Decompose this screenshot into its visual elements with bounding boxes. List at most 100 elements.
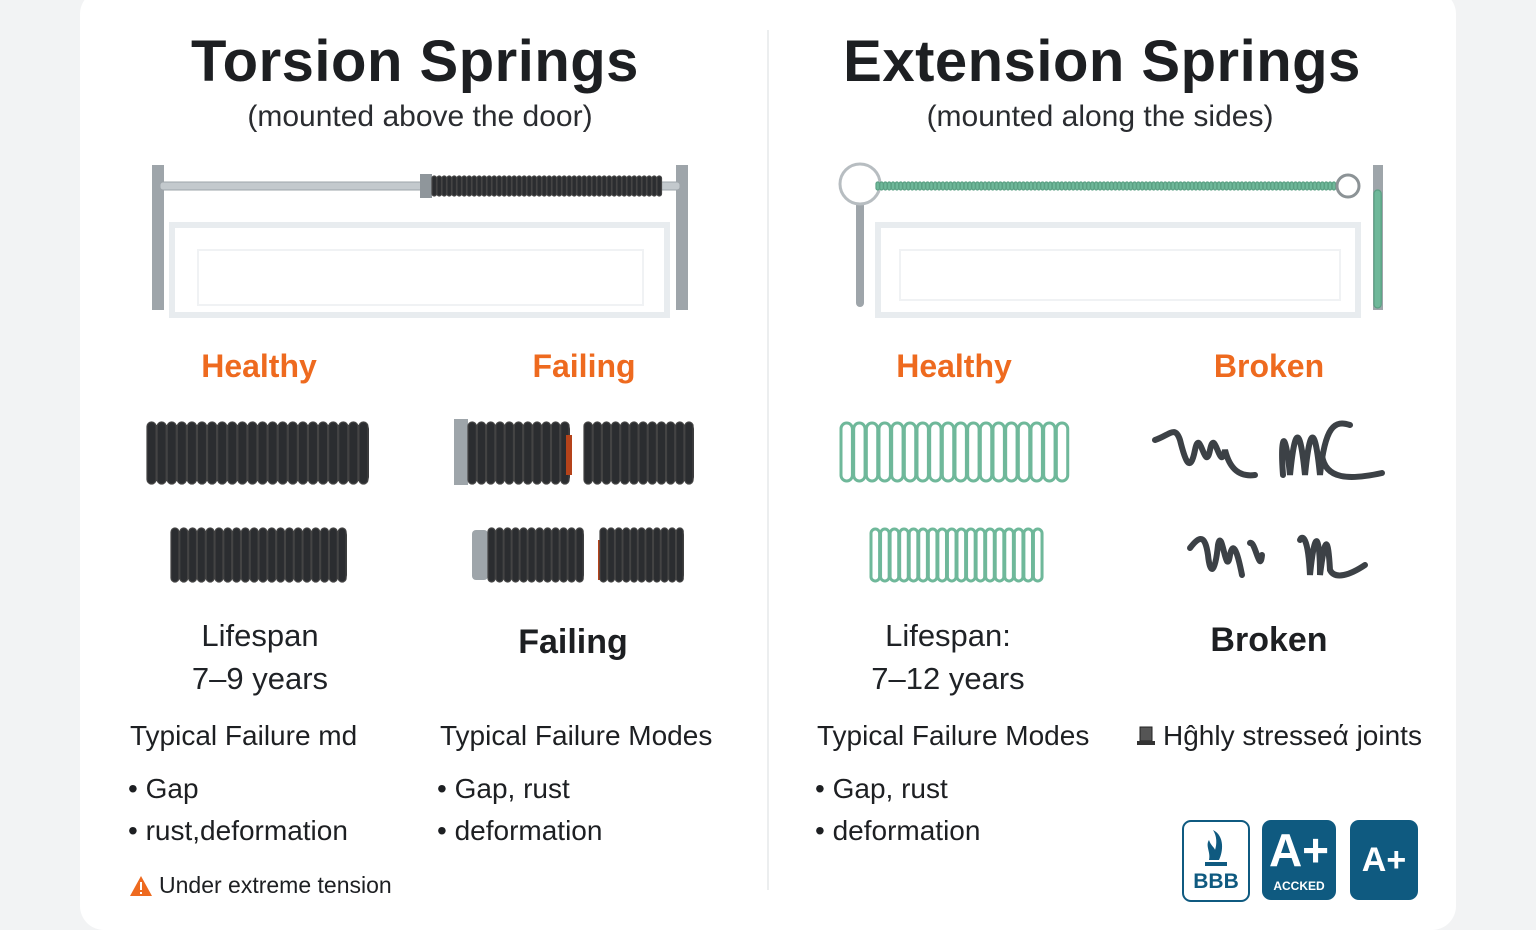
coil-loop: [636, 175, 643, 197]
torsion-failing-label: Failing: [532, 348, 636, 384]
coil-loop: [186, 421, 198, 485]
coil-loop: [1254, 181, 1260, 191]
door-frame: [169, 222, 670, 318]
broken-spring-piece: [1152, 429, 1258, 479]
coil-loop: [526, 175, 533, 197]
shaft-cone: [454, 419, 468, 485]
coil-loop: [307, 421, 319, 485]
coil-loop: [277, 421, 288, 485]
extension-subtitle: (mounted along the sides): [926, 100, 1274, 133]
coil-loop: [1116, 181, 1122, 191]
a-plus-badge: A+: [1350, 820, 1418, 900]
coil-loop: [675, 527, 684, 583]
coil-loop: [487, 527, 496, 583]
door-panel: [899, 249, 1341, 301]
coil-loop: [647, 421, 658, 485]
extension-healthy-failure-heading: Typical Failure Modes: [817, 720, 1090, 751]
coil-loop: [852, 421, 867, 483]
coil-loop: [1193, 181, 1199, 191]
coil-loop: [1228, 181, 1233, 191]
coil-loop: [513, 421, 524, 485]
coil-loop: [227, 421, 238, 485]
coil-loop: [461, 175, 468, 197]
bbb-torch-icon: [1205, 830, 1227, 866]
coil-loop: [638, 421, 648, 485]
coil-loop: [601, 175, 608, 197]
joint-icon: [1137, 726, 1155, 745]
coil-loop: [206, 421, 218, 485]
coil-loop: [928, 421, 943, 483]
torsion-healthy-label: Healthy: [201, 348, 317, 384]
coil-loop: [571, 175, 578, 197]
coil-loop: [1182, 181, 1187, 191]
coil-loop: [1166, 181, 1172, 191]
coil-loop: [886, 181, 892, 191]
coil-loop: [1101, 181, 1107, 191]
coil-loop: [586, 175, 593, 197]
coil-loop: [320, 527, 330, 583]
coil-loop: [645, 527, 654, 583]
coil-loop: [621, 175, 628, 197]
coil-loop: [249, 527, 259, 583]
extension-lifespan: Lifespan: 7–12 years: [798, 614, 1098, 700]
coil-loop: [906, 181, 911, 191]
coil-loop: [1235, 181, 1241, 191]
coil-loop: [501, 175, 508, 197]
coil-loop: [1316, 181, 1321, 191]
coil-loop: [959, 181, 965, 191]
coil-loop: [940, 421, 956, 483]
lifespan-value: 7–9 years: [191, 661, 329, 696]
coil-loop: [622, 527, 631, 583]
broken-spring-piece: [1297, 534, 1368, 579]
coil-loop: [567, 527, 576, 583]
coil-loop: [1239, 181, 1245, 191]
coil-loop: [1044, 181, 1049, 191]
coil-loop: [668, 527, 677, 583]
broken-spring-piece: [1187, 536, 1265, 578]
coil-loop: [1028, 181, 1034, 191]
coil-loop: [1201, 181, 1206, 191]
coil-loop: [1143, 181, 1149, 191]
coil-loop: [917, 527, 929, 583]
coil-loop: [583, 421, 593, 485]
coil-loop: [877, 421, 892, 483]
coil-loop: [1109, 181, 1114, 191]
coil-loop: [491, 175, 498, 197]
coil-loop: [1070, 181, 1076, 191]
coil-loop: [606, 175, 613, 197]
extension-healthy-springs-icon: [839, 421, 1070, 583]
extension-door-illustration: [838, 162, 1383, 318]
coil-loop: [196, 421, 208, 485]
coil-loop: [1001, 181, 1007, 191]
coil-loop: [1300, 181, 1306, 191]
coil-loop: [485, 421, 496, 485]
coil-loop: [276, 527, 286, 583]
coil-loop: [496, 175, 503, 197]
coil-loop: [974, 527, 987, 583]
coil-loop: [967, 181, 973, 191]
failure-item: Gap, rust: [815, 773, 948, 805]
coil-loop: [297, 421, 309, 485]
coil-loop: [451, 175, 458, 197]
failure-item: Gap: [128, 773, 199, 805]
coil-loop: [907, 527, 920, 583]
coil-loop: [576, 175, 583, 197]
coil-loop: [1147, 181, 1153, 191]
coil-loop: [596, 175, 603, 197]
extension-broken-springs-icon: [1152, 420, 1385, 579]
coil-loop: [978, 181, 984, 191]
coil-loop: [651, 175, 658, 197]
coil-loop: [926, 527, 939, 583]
warning-triangle-icon: [130, 875, 152, 896]
coil-loop: [1220, 181, 1226, 191]
coil-loop: [1174, 181, 1180, 191]
coil-loop: [581, 175, 588, 197]
coil-loop: [1040, 181, 1045, 191]
coil-loop: [879, 181, 884, 191]
coil-loop: [358, 421, 369, 485]
coil-loop: [1304, 181, 1310, 191]
coil-loop: [531, 175, 538, 197]
pulley-post: [856, 195, 864, 307]
coil-loop: [971, 181, 976, 191]
coil-loop: [1162, 181, 1168, 191]
